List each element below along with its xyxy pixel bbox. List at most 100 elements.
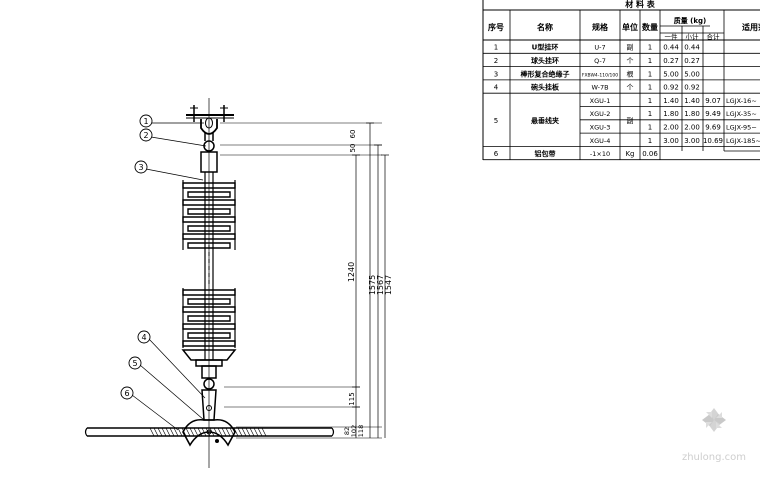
armor-tape-hatch [217, 427, 223, 437]
armor-tape-hatch [153, 427, 159, 437]
dim-bottom4: 118 [357, 425, 365, 437]
dim-total2: 1567 [376, 275, 385, 295]
insulator-shed [187, 298, 231, 305]
table-cell-sub: 1.80 [684, 110, 700, 118]
composite-insulator [181, 151, 237, 367]
armor-tape-hatch [257, 427, 263, 437]
header-applicable: 适用范围 [742, 22, 760, 32]
table-cell-qty: 1 [648, 57, 652, 65]
table-cell-per: 3.00 [663, 137, 679, 145]
table-cell-seq: 6 [494, 150, 499, 158]
armor-tape-hatch [165, 427, 171, 437]
table-cell-per: 5.00 [663, 70, 679, 78]
table-cell-applicable: LGJX-16~ [726, 97, 757, 105]
table-cell-per: 0.44 [663, 44, 679, 52]
table-cell-unit: 个 [627, 57, 634, 65]
callout-leader [145, 168, 204, 181]
armor-tape-hatch [149, 427, 155, 437]
callout-leader [148, 338, 206, 399]
insulator-assembly: 50 60 1240 115 82 102 118 1575 1567 1547… [84, 98, 393, 468]
callout-leader [131, 394, 179, 431]
armor-tape-hatch [173, 427, 179, 437]
dim-top: 50 [349, 144, 357, 153]
table-cell-spec: W-7B [591, 84, 608, 92]
table-cell-spec: U-7 [594, 44, 605, 52]
watermark: zhulong.com [682, 408, 746, 463]
armor-tape-hatch [245, 427, 251, 437]
table-cell-sub: 0.92 [684, 84, 700, 92]
table-cell-total: 9.49 [705, 110, 721, 118]
armor-tape-hatch [169, 427, 175, 437]
insulator-shed [187, 191, 231, 198]
callout-leader [150, 136, 207, 147]
callout-circle [120, 386, 134, 400]
table-cell-total: 9.07 [705, 97, 721, 105]
armor-tape-hatch [253, 427, 259, 437]
table-cell-seq: 5 [494, 117, 498, 125]
conductor [84, 427, 335, 437]
insulator-shed [187, 208, 231, 215]
table-cell-per: 0.92 [663, 84, 679, 92]
table-cell-qty: 1 [648, 97, 652, 105]
armor-tape-hatch [205, 427, 211, 437]
table-cell-unit: 个 [627, 84, 634, 92]
dimension-lines [352, 122, 389, 438]
table-cell-name: 球头挂环 [531, 56, 559, 65]
dimension-labels: 50 60 1240 115 82 102 118 1575 1567 1547 [343, 130, 393, 438]
table-cell-name: 棒形复合绝缘子 [521, 69, 570, 78]
table-cell-total: 9.69 [705, 123, 721, 131]
table-cell-spec: XGU-4 [590, 137, 611, 145]
table-cell-name: 碗头挂板 [531, 83, 560, 92]
armor-tape-hatch [193, 427, 199, 437]
table-cell-qty: 1 [648, 110, 652, 118]
extension-lines [220, 122, 382, 439]
armor-tape-hatch [249, 427, 255, 437]
armor-tape-hatch [225, 427, 231, 437]
armor-tape-hatch [229, 427, 235, 437]
table-cell-qty: 0.06 [642, 150, 658, 158]
insulator-shed [187, 225, 231, 232]
table-cell-applicable: LGJX-35~ [726, 110, 757, 118]
table-cell-qty: 1 [648, 70, 652, 78]
header-seq: 序号 [488, 22, 504, 32]
watermark-logo [702, 408, 726, 432]
table-cell-sub: 2.00 [684, 123, 700, 131]
header-qty: 数量 [642, 22, 658, 32]
armor-tape-hatch [185, 427, 191, 437]
armor-tape-hatch [201, 427, 207, 437]
callout-circle [134, 160, 148, 174]
table-cell-spec: XGU-3 [590, 123, 611, 131]
callout-label-4: 4 [141, 333, 146, 342]
armor-tape-hatch [181, 427, 187, 437]
table-cell-spec: XGU-2 [590, 110, 611, 118]
table-cell-unit: 根 [627, 69, 634, 78]
dim-insulator: 1240 [347, 262, 356, 282]
callout-circle [137, 330, 151, 344]
table-cell-qty: 1 [648, 84, 652, 92]
armor-tape-hatch [161, 427, 167, 437]
header-sub: 小计 [686, 32, 700, 41]
armor-tape-hatch [213, 427, 219, 437]
dim-total3: 1547 [384, 275, 393, 295]
dim-total1: 1575 [368, 275, 377, 295]
table-title: 材 料 表 [625, 0, 656, 9]
armor-tape-hatch [233, 427, 239, 437]
table-cell-per: 1.80 [663, 110, 679, 118]
table-cell-qty: 1 [648, 123, 652, 131]
armor-tape-hatch [189, 427, 195, 437]
table-cell-name: 悬垂线夹 [530, 116, 559, 125]
armor-tape-hatch [197, 427, 203, 437]
header-per: 一件 [665, 32, 679, 41]
dim-bottom1: 115 [348, 392, 356, 405]
table-cell-unit: 副 [627, 43, 634, 52]
insulator-shed [187, 332, 231, 339]
header-weight: 质量 (kg) [674, 16, 707, 25]
table-cell-qty: 1 [648, 44, 652, 52]
table-cell-seq: 2 [494, 57, 498, 65]
table-cell-per: 2.00 [663, 123, 679, 131]
table-cell-spec: XGU-1 [590, 97, 611, 105]
header-name: 名称 [537, 22, 553, 32]
